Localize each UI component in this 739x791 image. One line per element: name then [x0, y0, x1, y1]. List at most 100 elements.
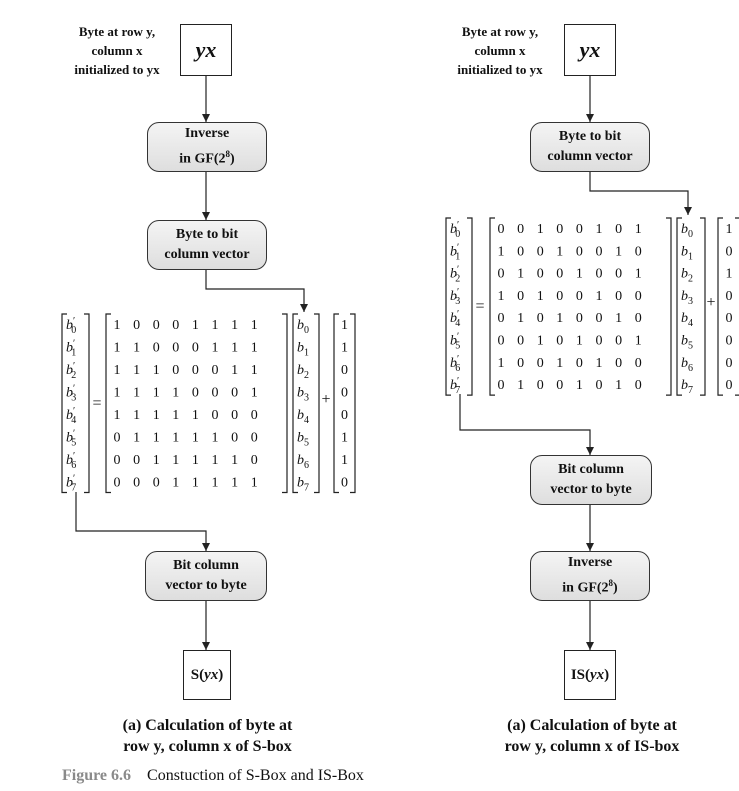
right-matrix-cell-6-2: 0: [537, 356, 544, 371]
left-matrix-cell-6-6: 1: [231, 453, 238, 468]
right-in-b4: b4: [681, 311, 693, 329]
right-matrix-cell-5-0: 0: [498, 334, 505, 349]
left-const-cell-4: 0: [341, 408, 348, 423]
right-matrix-cell-0-0: 0: [498, 222, 505, 237]
left-matrix-cell-0-6: 1: [231, 318, 238, 333]
left-const-cell-3: 0: [341, 386, 348, 401]
left-in-b1: b1: [297, 341, 309, 359]
left-arrow-outvector-to-bittobyte-head: [202, 543, 210, 551]
left-out-b3: b′3: [66, 384, 76, 404]
right-const-bracket-right: [735, 217, 739, 396]
right-matrix-cell-6-1: 0: [517, 356, 524, 371]
left-out-bracket-left: [61, 313, 67, 494]
left-arrow-outvector-to-bittobyte: [75, 492, 207, 551]
right-out-b5: b′5: [450, 332, 460, 352]
right-matrix-cell-0-1: 0: [517, 222, 524, 237]
right-const-bracket-left: [717, 217, 723, 396]
right-in-bracket-right: [700, 217, 706, 396]
left-step2-line2: column vector: [164, 247, 250, 262]
right-const-cell-6: 0: [726, 356, 733, 371]
right-step1-line1: Byte to bit: [558, 129, 622, 144]
left-input-box: yx: [180, 24, 232, 76]
left-matrix-cell-4-1: 1: [133, 408, 140, 423]
right-matrix-cell-5-2: 1: [537, 334, 544, 349]
right-matrix-cell-2-7: 1: [635, 267, 642, 282]
left-const-cell-5: 1: [341, 431, 348, 446]
left-matrix-cell-4-0: 1: [114, 408, 121, 423]
left-caption-line-1: (a) Calculation of byte at: [122, 717, 293, 734]
right-arrow-bytebit-to-inputvector: [589, 172, 689, 215]
right-matrix-cell-7-0: 0: [498, 378, 505, 393]
right-matrix-cell-5-3: 0: [556, 334, 563, 349]
left-matrix-cell-4-3: 1: [172, 408, 179, 423]
right-matrix-cell-3-6: 0: [615, 289, 622, 304]
right-const-cell-0: 1: [726, 222, 733, 237]
right-matrix-cell-7-4: 1: [576, 378, 583, 393]
right-matrix-cell-2-3: 0: [556, 267, 563, 282]
left-arrow-input-to-inverse-head: [202, 114, 210, 122]
right-in-b0: b0: [681, 222, 693, 240]
right-caption-line-1: (a) Calculation of byte at: [507, 717, 677, 734]
right-const-cell-3: 0: [726, 289, 733, 304]
left-init-line-3: initialized to yx: [74, 62, 160, 77]
left-in-b4: b4: [297, 408, 309, 426]
right-caption: (a) Calculation of byte at row y, column…: [472, 715, 712, 757]
right-out-b4: b′4: [450, 309, 460, 329]
left-matrix-cell-7-1: 0: [133, 476, 140, 491]
right-plus-sign: +: [706, 294, 715, 311]
left-matrix-cell-0-4: 1: [192, 318, 199, 333]
left-matrix-cell-7-6: 1: [231, 476, 238, 491]
left-matrix-cell-1-3: 0: [172, 341, 179, 356]
right-matrix-cell-7-1: 1: [517, 378, 524, 393]
right-out-b0: b′0: [450, 220, 460, 240]
left-in-bracket-right: [314, 313, 320, 494]
right-step3-tail: ): [613, 580, 618, 596]
left-output-box: S(yx): [183, 650, 231, 700]
right-matrix-cell-5-5: 0: [596, 334, 603, 349]
left-matrix-cell-5-2: 1: [153, 431, 160, 446]
left-matrix-cell-4-4: 1: [192, 408, 199, 423]
right-matrix-cell-6-7: 0: [635, 356, 642, 371]
right-in-b6: b6: [681, 356, 693, 374]
right-init-line-1: Byte at row y,: [461, 24, 539, 39]
right-out-bracket-left: [445, 217, 451, 396]
left-matrix-cell-5-6: 0: [231, 431, 238, 446]
left-matrix-cell-1-5: 1: [212, 341, 219, 356]
right-caption-line-2: row y, column x of IS-box: [504, 738, 680, 755]
right-matrix-cell-1-6: 1: [615, 244, 622, 259]
left-matrix-bracket-right: [282, 313, 288, 494]
left-matrix-cell-6-1: 0: [133, 453, 140, 468]
right-out-bracket-right: [467, 217, 473, 396]
right-bit-to-byte-box: Bit column vector to byte: [530, 455, 652, 505]
left-in-b5: b5: [297, 431, 309, 449]
right-matrix-cell-5-4: 1: [576, 334, 583, 349]
right-matrix-cell-6-0: 1: [498, 356, 505, 371]
right-matrix-cell-0-7: 1: [635, 222, 642, 237]
right-in-b5: b5: [681, 334, 693, 352]
right-matrix-cell-7-5: 0: [596, 378, 603, 393]
left-matrix-cell-3-4: 0: [192, 386, 199, 401]
left-output-var: yx: [204, 666, 219, 683]
right-out-b1: b′1: [450, 242, 460, 262]
left-bit-to-byte-box: Bit column vector to byte: [145, 551, 267, 601]
right-step2-line2: vector to byte: [550, 482, 632, 497]
left-matrix-cell-5-5: 1: [212, 431, 219, 446]
right-arrow-inverse-to-output-head: [586, 642, 594, 650]
left-matrix-cell-3-3: 1: [172, 386, 179, 401]
right-matrix-cell-4-7: 0: [635, 311, 642, 326]
left-caption-line-2: row y, column x of S-box: [123, 738, 292, 755]
left-matrix-cell-2-6: 1: [231, 363, 238, 378]
right-matrix-cell-0-4: 0: [576, 222, 583, 237]
left-matrix-cell-0-0: 1: [114, 318, 121, 333]
right-step3-line1: Inverse: [567, 555, 613, 571]
right-matrix-cell-3-0: 1: [498, 289, 505, 304]
left-out-bracket-right: [84, 313, 90, 494]
left-arrow-bittobyte-to-output-head: [202, 642, 210, 650]
right-matrix-cell-1-2: 0: [537, 244, 544, 259]
right-in-b1: b1: [681, 244, 693, 262]
right-matrix-cell-0-6: 0: [615, 222, 622, 237]
left-matrix-cell-7-4: 1: [192, 476, 199, 491]
left-matrix-cell-2-2: 1: [153, 363, 160, 378]
right-matrix-cell-4-4: 0: [576, 311, 583, 326]
